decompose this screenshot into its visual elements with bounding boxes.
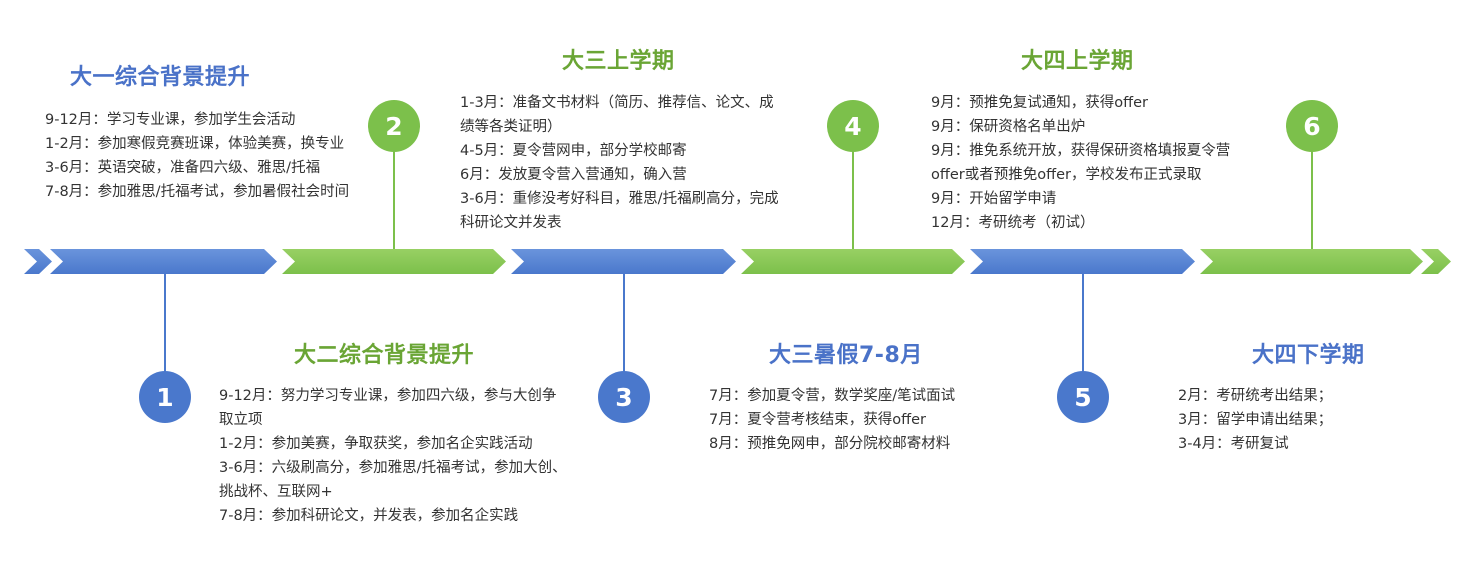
stage-5-detail-line: 9月：推免系统开放，获得保研资格填报夏令营 bbox=[931, 143, 1231, 159]
stage-4-number-circle: 4 bbox=[827, 100, 879, 152]
stage-1-details: 9-12月：学习专业课，参加学生会活动 1-2月：参加寒假竞赛班课，体验美赛，换… bbox=[45, 108, 349, 204]
stage-6-title: 大四下学期 bbox=[1252, 343, 1365, 368]
stage-3-details: 1-3月：准备文书材料（简历、推荐信、论文、成 绩等各类证明） 4-5月：夏令营… bbox=[460, 91, 779, 235]
stage-1-number-circle: 1 bbox=[139, 371, 191, 423]
stage-3-detail-line: 6月：发放夏令营入营通知，确入营 bbox=[460, 167, 687, 183]
stage-5-detail-line: 9月：开始留学申请 bbox=[931, 191, 1057, 207]
stage-2-detail-line: 取立项 bbox=[219, 412, 263, 428]
stage-5-number-circle: 5 bbox=[1057, 371, 1109, 423]
stage-2-detail-line: 3-6月：六级刷高分，参加雅思/托福考试，参加大创、 bbox=[219, 460, 567, 476]
timeline-segment-5 bbox=[970, 249, 1195, 274]
stage-5-detail-line: 9月：保研资格名单出炉 bbox=[931, 119, 1086, 135]
stage-2-title: 大二综合背景提升 bbox=[294, 343, 475, 368]
stage-4-detail-line: 7月：参加夏令营，数学奖座/笔试面试 bbox=[709, 388, 956, 404]
stage-1-detail-line: 1-2月：参加寒假竞赛班课，体验美赛，换专业 bbox=[45, 136, 345, 152]
stage-1-detail-line: 9-12月：学习专业课，参加学生会活动 bbox=[45, 112, 296, 128]
stage-6-details: 2月：考研统考出结果； 3月：留学申请出结果； 3-4月：考研复试 bbox=[1178, 384, 1332, 456]
stage-3-title: 大三上学期 bbox=[562, 49, 675, 74]
stage-4-details: 7月：参加夏令营，数学奖座/笔试面试 7月：夏令营考核结束，获得offer 8月… bbox=[709, 384, 955, 456]
stage-6-detail-line: 2月：考研统考出结果； bbox=[1178, 388, 1333, 404]
stage-2-detail-line: 9-12月：努力学习专业课，参加四六级，参与大创争 bbox=[219, 388, 557, 404]
stage-6-number-circle: 6 bbox=[1286, 100, 1338, 152]
stage-3-detail-line: 1-3月：准备文书材料（简历、推荐信、论文、成 bbox=[460, 95, 774, 111]
stage-1-detail-line: 7-8月：参加雅思/托福考试，参加暑假社会时间 bbox=[45, 184, 350, 200]
stage-3-number-circle: 3 bbox=[598, 371, 650, 423]
timeline-segment-3 bbox=[511, 249, 736, 274]
timeline-tail-chevron bbox=[1421, 249, 1451, 274]
stage-2-detail-line: 挑战杯、互联网+ bbox=[219, 484, 333, 500]
stage-2-details: 9-12月：努力学习专业课，参加四六级，参与大创争 取立项 1-2月：参加美赛，… bbox=[219, 384, 567, 528]
stage-3-detail-line: 3-6月：重修没考好科目，雅思/托福刷高分，完成 bbox=[460, 191, 779, 207]
stage-1-title: 大一综合背景提升 bbox=[70, 65, 251, 90]
stage-3-detail-line: 科研论文并发表 bbox=[460, 215, 562, 231]
stage-4-detail-line: 7月：夏令营考核结束，获得offer bbox=[709, 412, 926, 428]
stage-2-number-circle: 2 bbox=[368, 100, 420, 152]
timeline-segment-4 bbox=[741, 249, 965, 274]
stage-2-detail-line: 7-8月：参加科研论文，并发表，参加名企实践 bbox=[219, 508, 519, 524]
stage-4-title: 大三暑假7-8月 bbox=[769, 343, 923, 368]
stage-3-detail-line: 绩等各类证明） bbox=[460, 119, 562, 135]
timeline-segment-2 bbox=[282, 249, 506, 274]
stage-4-detail-line: 8月：预推免网申，部分院校邮寄材料 bbox=[709, 436, 951, 452]
stage-6-detail-line: 3月：留学申请出结果； bbox=[1178, 412, 1333, 428]
stage-3-detail-line: 4-5月：夏令营网申，部分学校邮寄 bbox=[460, 143, 687, 159]
timeline-segment-6 bbox=[1200, 249, 1423, 274]
stage-1-detail-line: 3-6月：英语突破，准备四六级、雅思/托福 bbox=[45, 160, 321, 176]
timeline-segment-1 bbox=[50, 249, 277, 274]
stage-2-detail-line: 1-2月：参加美赛，争取获奖，参加名企实践活动 bbox=[219, 436, 533, 452]
stage-5-details: 9月：预推免复试通知，获得offer 9月：保研资格名单出炉 9月：推免系统开放… bbox=[931, 91, 1230, 235]
stage-5-detail-line: offer或者预推免offer，学校发布正式录取 bbox=[931, 167, 1202, 183]
stage-5-detail-line: 9月：预推免复试通知，获得offer bbox=[931, 95, 1148, 111]
stage-6-detail-line: 3-4月：考研复试 bbox=[1178, 436, 1289, 452]
stage-5-detail-line: 12月：考研统考（初试） bbox=[931, 215, 1095, 231]
stage-5-title: 大四上学期 bbox=[1021, 49, 1134, 74]
timeline-lead-chevron bbox=[24, 249, 52, 274]
